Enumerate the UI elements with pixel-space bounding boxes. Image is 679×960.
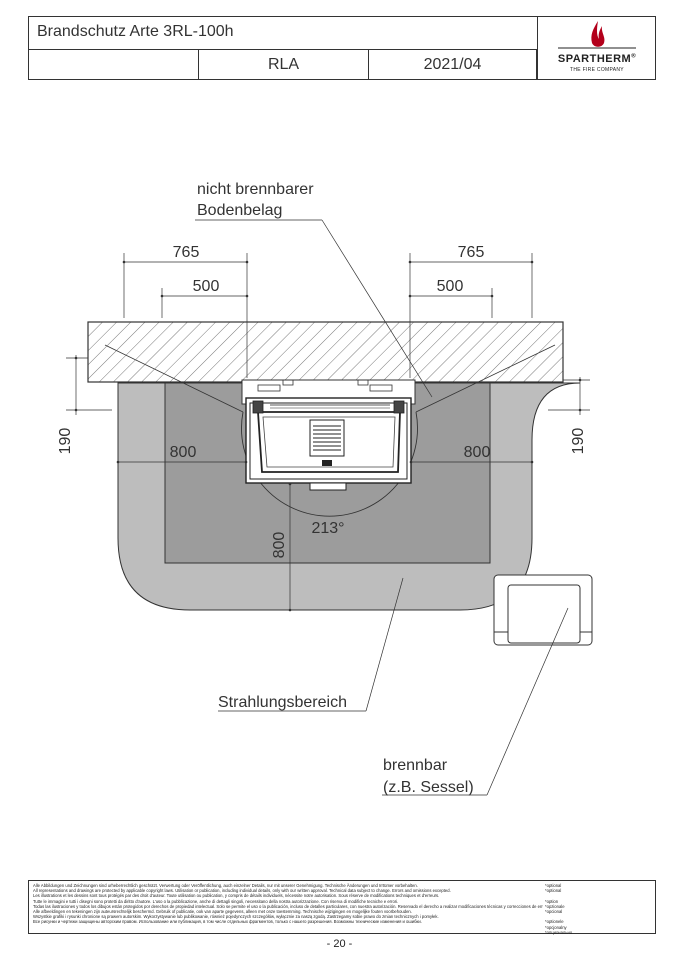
brand-tagline: THE FIRE COMPANY [570,67,624,73]
optional-line: *opzionale [545,903,565,909]
wall [87,321,564,383]
niche-detail [282,379,294,386]
brand-name: SPARTHERM® [557,53,637,65]
optional-line: *опционально [545,929,573,935]
fireplace-frame [249,402,408,480]
disclaimer-line: Wszystkie grafiki i rysunki chronione są… [33,914,439,920]
optional-line: *opcional [545,909,563,915]
floor-covering-label-line2: Bodenbelag [197,202,282,219]
firebox-inner [262,416,396,468]
radiation-zone-label: Strahlungsbereich [218,694,347,711]
dim-right-side: 800 [464,444,491,461]
niche-detail [369,384,393,392]
disclaimer-line: All representations and drawings are pro… [33,888,451,894]
disclaimer-line: Alle afbeeldingen en tekeningen zijn aut… [33,909,412,915]
ash-drawer [309,482,347,491]
dim-right-depth: 190 [570,428,587,455]
disclaimer-line: Les illustrations et les dessins sont to… [33,893,440,899]
niche-detail [257,384,281,392]
dim-left-side: 800 [170,444,197,461]
disclaimer-line: Tutte le immagini e tutti i disegni sono… [33,898,399,904]
grate-slats [313,425,341,451]
dim-left-outer: 765 [173,244,200,261]
title-block: Brandschutz Arte 3RL-100h RLA 2021/04 SP… [28,16,656,80]
optional-line: *optionele [545,919,564,925]
dim-left-depth: 190 [57,428,74,455]
document-title: Brandschutz Arte 3RL-100h [37,23,234,40]
niche-detail [357,379,369,386]
corner-bracket [252,400,264,414]
copyright-footer: Alle Abbildungen und Zeichnungen sind ur… [28,880,656,935]
corner-bracket [393,400,405,414]
combustible-label-line1: brennbar [383,757,448,774]
dim-left-inner: 500 [193,278,220,295]
disclaimer-line: Все рисунки и чертежи защищены авторским… [33,919,422,925]
disclaimer-line: Todas las ilustraciones y todos los dibu… [33,903,543,909]
optional-line: *option [545,898,559,904]
model-code: RLA [199,50,369,80]
dim-right-inner: 500 [437,278,464,295]
flame-icon [558,21,636,49]
disclaimer-text: Alle Abbildungen und Zeichnungen sind ur… [33,883,543,925]
floor-covering-label-line1: nicht brennbarer [197,181,314,198]
dim-right-outer: 765 [458,244,485,261]
armchair [493,574,593,646]
dimension-lines-top [66,253,590,610]
title-row: Brandschutz Arte 3RL-100h [29,17,537,50]
disclaimer-line: Alle Abbildungen und Zeichnungen sind ur… [33,883,418,888]
optional-legend: *optional *optional *option *opzionale *… [545,883,572,935]
dim-front: 800 [271,532,288,559]
combustible-label-line2: (z.B. Sessel) [383,779,474,796]
dimension-ticks [74,260,582,612]
angle-label: 213° [311,520,344,537]
grate-handle [322,460,332,466]
optional-line: *opcjonalny [545,924,567,930]
optional-line: *optional [545,888,562,894]
title-block-empty-cell [29,50,199,80]
revision-date: 2021/04 [369,50,537,80]
leader-lines [195,219,569,796]
optional-line: *optional [545,883,562,888]
brand-logo: SPARTHERM® THE FIRE COMPANY [537,17,657,80]
page-number: - 20 - [326,938,353,950]
